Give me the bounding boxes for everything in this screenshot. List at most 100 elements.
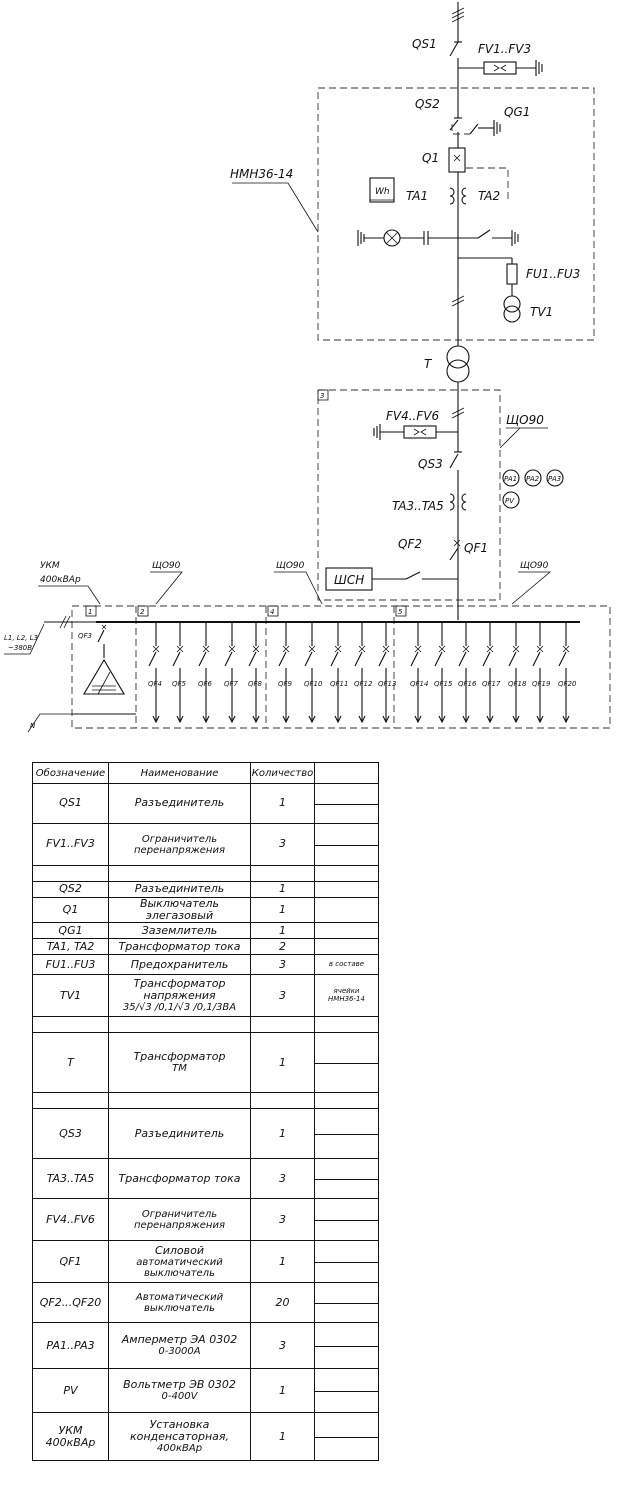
designation-cell: QS2 <box>32 881 109 898</box>
designation-cell: T <box>32 1032 109 1094</box>
quantity-cell: 3 <box>250 974 315 1018</box>
cell-5-number: 5 <box>398 608 403 616</box>
label-tv1: TV1 <box>530 305 553 319</box>
label-qs1: QS1 <box>412 37 437 51</box>
name-cell: Предохранитель <box>108 954 251 976</box>
single-line-diagram: QS1 FV1..FV3 НМН36-14 QS2 QG1 Q1 TA1 TA2… <box>4 2 611 733</box>
quantity-cell <box>250 1092 315 1110</box>
breaker-label: QF9 <box>278 680 293 688</box>
breaker-label: QF8 <box>248 680 263 688</box>
breaker-qf9: QF9 <box>278 622 293 724</box>
note-cell <box>314 1412 379 1462</box>
breaker-label: QF4 <box>148 680 162 688</box>
breaker-label: QF5 <box>172 680 187 688</box>
quantity-cell: 1 <box>250 896 315 924</box>
note-cell <box>314 1322 379 1370</box>
meter-pa2: PA2 <box>526 475 540 483</box>
note-cell: в составе <box>314 954 379 976</box>
breaker-qf15: QF15 <box>434 622 453 724</box>
designation-cell: QS1 <box>32 783 109 824</box>
label-qf1: QF1 <box>464 541 488 555</box>
name-cell: Заземлитель <box>108 922 251 940</box>
designation-cell: TV1 <box>32 974 109 1018</box>
breaker-qf6: QF6 <box>198 622 213 724</box>
label-fv1-fv3: FV1..FV3 <box>478 42 531 56</box>
name-cell <box>108 1016 251 1034</box>
note-cell <box>314 922 379 940</box>
table-header: Обозначение <box>32 762 109 784</box>
label-shch090-d: ЩО90 <box>520 561 549 571</box>
note-cell <box>314 1282 379 1324</box>
note-cell <box>314 1198 379 1242</box>
name-cell: Разъединитель <box>108 783 251 824</box>
note-cell <box>314 1016 379 1034</box>
label-ta3-ta5: TA3..TA5 <box>392 499 444 513</box>
breaker-label: QF20 <box>558 680 577 688</box>
cell-2-number: 2 <box>140 608 145 616</box>
breaker-qf16: QF16 <box>458 622 477 724</box>
designation-cell: QF2...QF20 <box>32 1282 109 1324</box>
note-cell <box>314 1240 379 1284</box>
quantity-cell: 1 <box>250 881 315 898</box>
breaker-label: QF10 <box>304 680 323 688</box>
note-cell <box>314 823 379 866</box>
quantity-cell: 1 <box>250 783 315 824</box>
designation-cell: QF1 <box>32 1240 109 1284</box>
breaker-qf11: QF11 <box>330 622 348 724</box>
note-cell <box>314 1032 379 1094</box>
breaker-qf4: QF4 <box>148 622 162 724</box>
breaker-qf14: QF14 <box>410 622 428 724</box>
label-fv4-fv6: FV4..FV6 <box>386 409 439 423</box>
designation-cell: PV <box>32 1368 109 1414</box>
designation-cell: FV4..FV6 <box>32 1198 109 1242</box>
label-shch090-c: ЩО90 <box>276 561 305 571</box>
breaker-label: QF6 <box>198 680 213 688</box>
table-row <box>32 865 379 882</box>
breaker-qf7: QF7 <box>224 622 239 724</box>
breaker-qf12: QF12 <box>354 622 373 724</box>
label-qf3: QF3 <box>78 632 92 640</box>
label-voltage: ~380В <box>8 644 32 652</box>
note-cell <box>314 865 379 882</box>
breaker-qf18: QF18 <box>508 622 527 724</box>
table-header: Количество <box>250 762 315 784</box>
breaker-qf13: QF13 <box>378 622 396 724</box>
breaker-label: QF17 <box>482 680 501 688</box>
designation-cell <box>32 1016 109 1034</box>
note-cell <box>314 938 379 956</box>
name-cell: Трансформатор тока <box>108 938 251 956</box>
quantity-cell: 3 <box>250 1198 315 1242</box>
designation-cell: FV1..FV3 <box>32 823 109 866</box>
label-qs2: QS2 <box>415 97 440 111</box>
quantity-cell <box>250 1016 315 1034</box>
label-q1: Q1 <box>422 151 439 165</box>
label-hmh36: НМН36-14 <box>230 167 293 181</box>
label-ukm-power: 400кВАр <box>40 575 81 585</box>
note-cell <box>314 1368 379 1414</box>
quantity-cell: 1 <box>250 1240 315 1284</box>
name-cell: Разъединитель <box>108 1108 251 1160</box>
label-ta2: TA2 <box>478 189 500 203</box>
name-cell: Ограничитель перенапряжения <box>108 1198 251 1242</box>
quantity-cell: 2 <box>250 938 315 956</box>
designation-cell: TA3..TA5 <box>32 1158 109 1200</box>
quantity-cell: 3 <box>250 954 315 976</box>
designation-cell: FU1..FU3 <box>32 954 109 976</box>
breaker-label: QF13 <box>378 680 396 688</box>
quantity-cell: 3 <box>250 1158 315 1200</box>
designation-cell: УКМ 400кВАр <box>32 1412 109 1462</box>
breaker-qf8: QF8 <box>248 622 263 724</box>
